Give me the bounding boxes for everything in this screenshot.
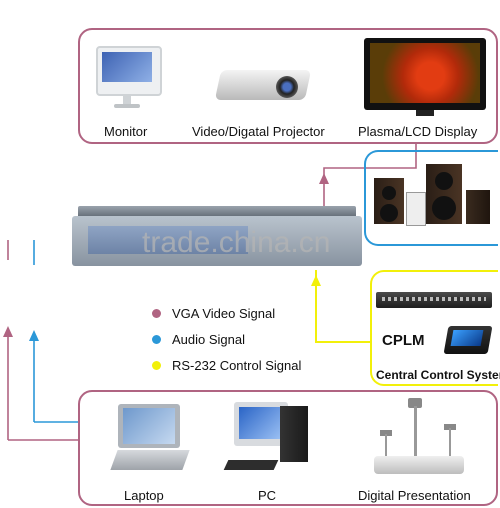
plasma-display-icon bbox=[364, 38, 486, 118]
source-group-box bbox=[78, 390, 498, 506]
plasma-label: Plasma/LCD Display bbox=[358, 124, 478, 139]
control-group-box bbox=[370, 270, 498, 386]
audio-legend-dot bbox=[152, 335, 161, 344]
display-group-box bbox=[78, 28, 498, 144]
rs232-legend-dot bbox=[152, 361, 161, 370]
control-unit-device bbox=[376, 290, 494, 312]
vga-legend-label: VGA Video Signal bbox=[172, 306, 276, 321]
document-camera-icon bbox=[374, 398, 466, 478]
laptop-icon bbox=[110, 404, 190, 474]
projector-icon bbox=[214, 62, 318, 106]
watermark: trade.china.cn bbox=[142, 226, 331, 259]
audio-group-box bbox=[364, 150, 498, 246]
pc-icon bbox=[223, 402, 316, 478]
rs232-legend-label: RS-232 Control Signal bbox=[172, 358, 302, 373]
monitor-label: Monitor bbox=[104, 124, 148, 139]
matrix-switcher-device bbox=[72, 206, 362, 272]
presentation-label: Digital Presentation bbox=[358, 488, 471, 503]
projector-label: Video/Digatal Projector bbox=[192, 124, 325, 139]
audio-legend-label: Audio Signal bbox=[172, 332, 245, 347]
control-caption: Central Control System bbox=[376, 368, 500, 382]
rs232-line bbox=[315, 270, 370, 343]
cplm-label: CPLM bbox=[382, 332, 425, 349]
vga-arrow-left bbox=[3, 326, 13, 337]
pc-label: PC bbox=[258, 488, 277, 503]
laptop-label: Laptop bbox=[124, 488, 164, 503]
touch-panel-icon bbox=[443, 318, 493, 356]
speakers-icon bbox=[374, 160, 492, 230]
vga-legend-dot bbox=[152, 309, 161, 318]
rs232-arrow bbox=[311, 275, 321, 286]
monitor-icon bbox=[96, 46, 162, 108]
audio-arrow-left bbox=[29, 330, 39, 341]
